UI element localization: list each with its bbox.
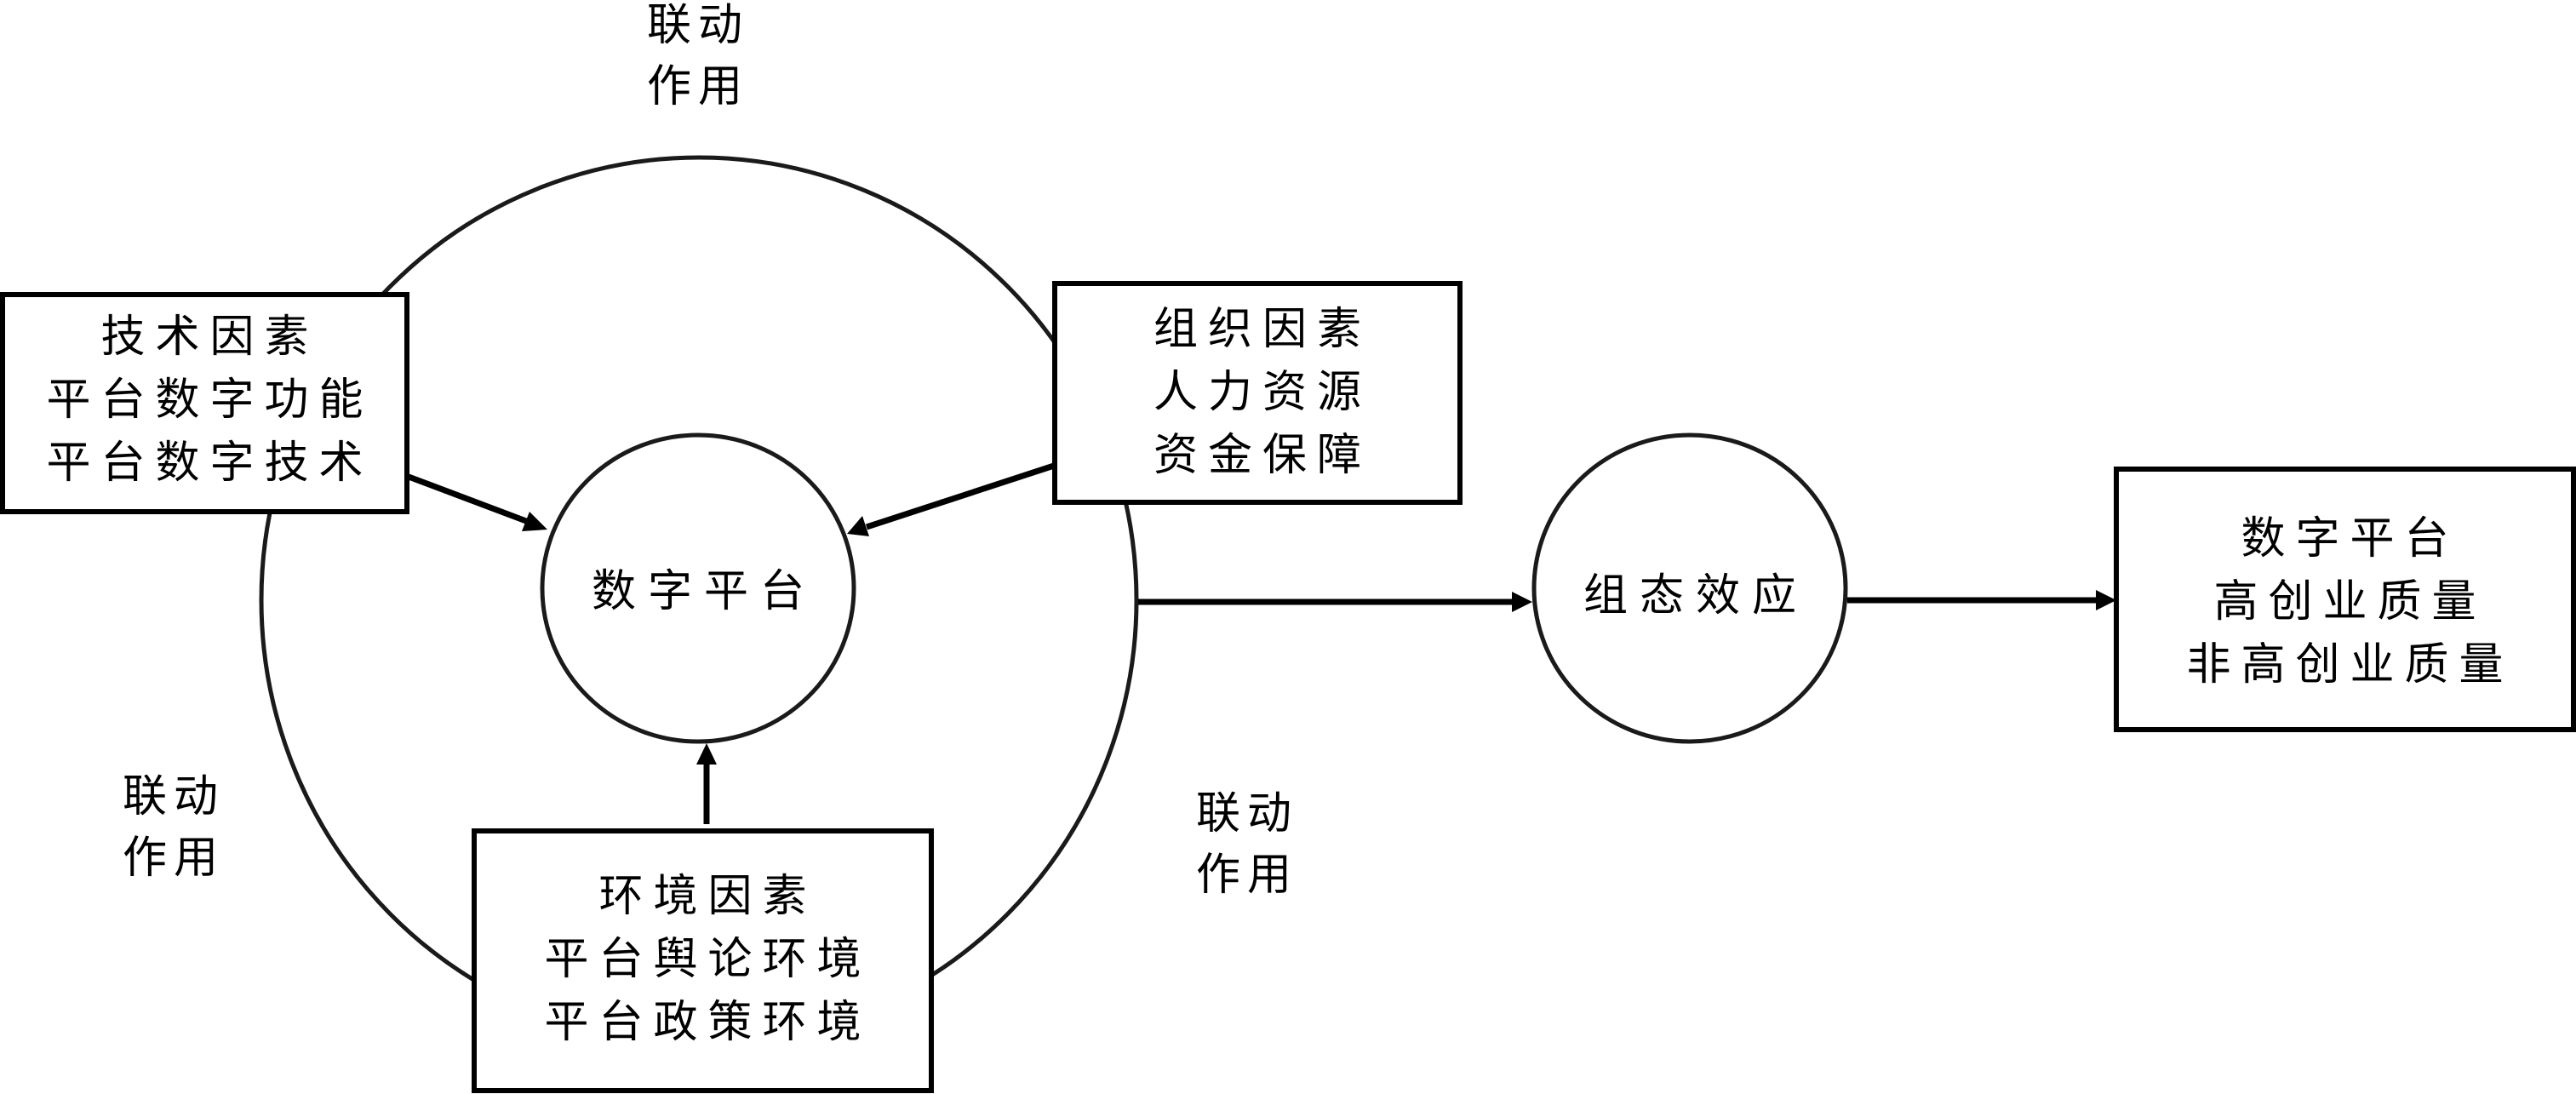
factor-item: 人力资源: [1153, 367, 1371, 418]
linkage-label-bottom-left: 联动 作用: [123, 766, 225, 889]
outcome-line: 高创业质量: [2213, 576, 2487, 627]
environment-factor-text: 环境因素 平台舆论环境 平台政策环境: [474, 865, 942, 1054]
configuration-effect-node: [1531, 432, 1848, 744]
linkage-label-top: 联动 作用: [647, 0, 749, 117]
linkage-label-line: 作用: [647, 61, 750, 112]
arrowhead-icon: [522, 512, 547, 531]
factor-title: 组织因素: [1153, 304, 1371, 355]
linkage-label-line: 作用: [1196, 850, 1299, 901]
technology-factor-box: [0, 292, 409, 514]
digital-platform-node: [540, 432, 856, 744]
outcome-text: 数字平台 高创业质量 非高创业质量: [2116, 507, 2576, 696]
outcome-line: 数字平台: [2241, 513, 2459, 564]
arrowhead-icon: [696, 743, 717, 765]
organization-factor-box: [1052, 281, 1463, 505]
factor-item: 资金保障: [1153, 430, 1371, 481]
arrow-effect-to-outcome: [1847, 590, 2116, 610]
linkage-label-bottom-right: 联动 作用: [1196, 783, 1298, 906]
factor-item: 平台政策环境: [544, 997, 872, 1048]
arrowhead-icon: [847, 516, 869, 536]
arrow-organization-to-platform: [847, 462, 1056, 536]
environment-factor-box: [472, 828, 934, 1093]
linkage-label-line: 作用: [123, 833, 226, 884]
node-label: 数字平台: [591, 566, 816, 617]
arrowhead-icon: [2096, 590, 2116, 610]
factor-item: 平台数字功能: [46, 375, 374, 426]
factor-item: 平台数字技术: [46, 438, 374, 489]
factor-title: 环境因素: [598, 871, 817, 922]
arrow-environment-to-platform: [696, 743, 717, 824]
arrow-technology-to-platform: [407, 473, 547, 531]
arrowhead-icon: [1512, 592, 1532, 612]
digital-platform-label: 数字平台: [542, 560, 866, 623]
factor-title: 技术因素: [100, 312, 319, 363]
arrow-linkage-to-effect: [1138, 592, 1532, 612]
factor-item: 平台舆论环境: [544, 934, 872, 985]
node-label: 组态效应: [1583, 570, 1808, 621]
linkage-label-line: 联动: [1196, 788, 1299, 839]
linkage-label-line: 联动: [123, 771, 226, 822]
outcome-box: [2114, 467, 2576, 732]
linkage-label-line: 联动: [647, 0, 750, 51]
outcome-line: 非高创业质量: [2186, 639, 2514, 690]
configuration-effect-label: 组态效应: [1534, 564, 1858, 627]
organization-factor-text: 组织因素 人力资源 资金保障: [1055, 298, 1470, 487]
technology-factor-text: 技术因素 平台数字功能 平台数字技术: [3, 306, 417, 495]
